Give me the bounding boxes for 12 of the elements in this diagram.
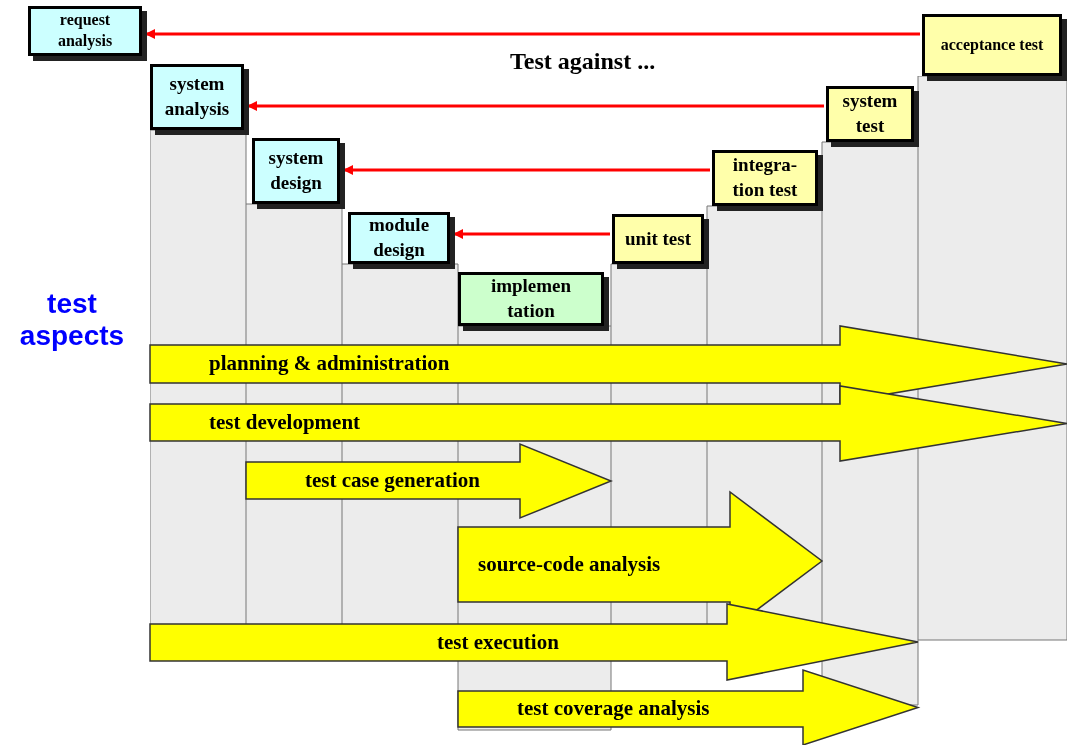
side-heading: test aspects (18, 288, 126, 352)
arrow-label: test coverage analysis (517, 696, 710, 721)
heading: Test against ... (510, 48, 656, 75)
arrow (453, 229, 610, 239)
arrow (145, 29, 920, 39)
arrow-label: source-code analysis (478, 551, 661, 577)
arrow-label: planning & administration (209, 351, 450, 376)
arrow (343, 165, 710, 175)
arrow-label: test execution (437, 629, 559, 655)
arrow (247, 101, 824, 111)
arrow-label: test case generation (305, 467, 480, 493)
arrow-label: test development (209, 409, 361, 435)
